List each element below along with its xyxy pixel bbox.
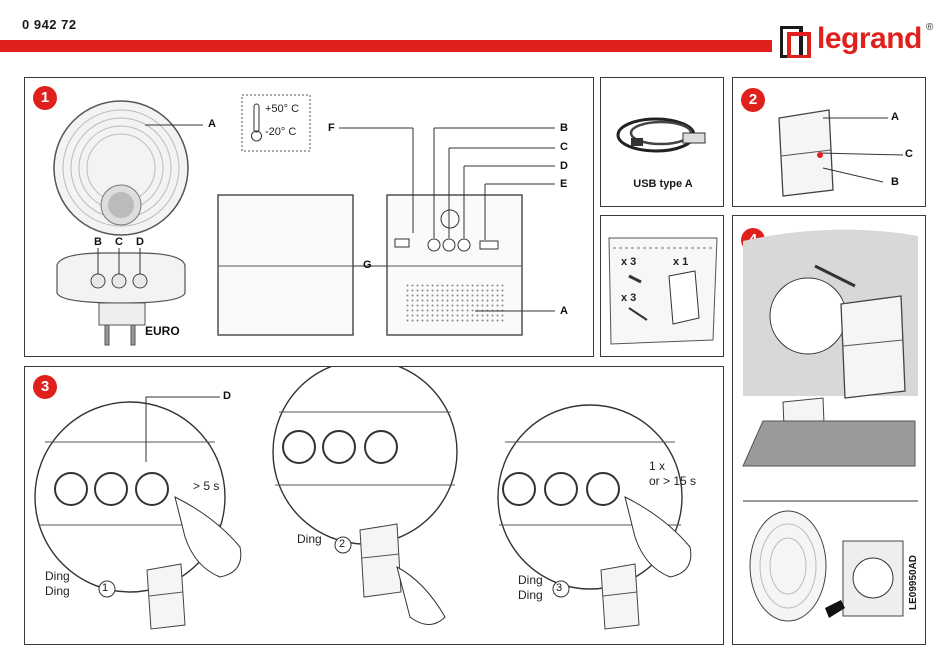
- header-red-bar: [0, 40, 772, 52]
- label-b-back: B: [560, 122, 568, 134]
- panel-step-4: 4: [732, 215, 926, 645]
- label-a-button: A: [891, 111, 899, 123]
- legrand-logo: legrand ®: [780, 22, 945, 62]
- fixing-kit-bag-illustration: [608, 237, 718, 345]
- step-3-badge: 3: [33, 375, 57, 399]
- product-code: 0 942 72: [22, 17, 77, 32]
- ding-1b: Ding: [45, 584, 70, 598]
- label-a-back: A: [560, 305, 568, 317]
- legrand-wordmark: legrand: [817, 22, 922, 55]
- push-button-illustration: [778, 109, 904, 197]
- ding-1a: Ding: [45, 569, 70, 583]
- legrand-logo-mark-icon: [780, 26, 811, 58]
- hold-time-3a: 1 x: [649, 459, 666, 473]
- usb-caption: USB type A: [633, 178, 693, 190]
- label-a-chime: A: [208, 118, 216, 130]
- usb-cable-icon: [616, 117, 706, 153]
- label-b-top: B: [94, 236, 102, 248]
- sequence-number-2: 2: [339, 538, 346, 550]
- step-2-badge: 2: [741, 88, 765, 112]
- label-f: F: [328, 122, 335, 134]
- ding-2: Ding: [297, 532, 322, 546]
- label-e: E: [560, 178, 568, 190]
- temp-low: -20° C: [265, 126, 297, 138]
- label-g: G: [363, 259, 372, 271]
- chime-front-view-illustration: [53, 94, 555, 346]
- sequence-number-1: 1: [102, 582, 109, 594]
- plug-type-label: EURO: [145, 324, 180, 338]
- label-d-top: D: [136, 236, 144, 248]
- panel-step-2: 2 A C B: [732, 77, 926, 207]
- sequence-number-3: 3: [556, 582, 563, 594]
- label-c-back: C: [560, 141, 568, 153]
- screws-count: x 3: [621, 292, 637, 304]
- step-1-badge: 1: [33, 86, 57, 110]
- panel-step-1: 1: [24, 77, 594, 357]
- sticker-count: x 1: [673, 256, 689, 268]
- hold-time-3b: or > 15 s: [649, 474, 697, 488]
- temp-high: +50° C: [265, 103, 300, 115]
- ding-3b: Ding: [518, 588, 543, 602]
- document-code: LE09950AD: [908, 554, 919, 610]
- hold-time-1: > 5 s: [193, 479, 220, 493]
- label-b-button: B: [891, 176, 899, 188]
- panel-fixing-kit: x 3 x 1 x 3: [600, 215, 724, 357]
- label-d-step3: D: [223, 390, 231, 402]
- label-c-button: C: [905, 148, 913, 160]
- label-c-top: C: [115, 236, 123, 248]
- panel-usb-cable: USB type A: [600, 77, 724, 207]
- label-d-back: D: [560, 160, 568, 172]
- ding-3a: Ding: [518, 573, 543, 587]
- pairing-sequence-illustration: [34, 367, 692, 630]
- panel-step-3: 3 D > 5 s: [24, 366, 724, 645]
- mounting-and-plugging-illustration: [742, 229, 918, 622]
- registered-mark: ®: [926, 22, 934, 33]
- plugs-count: x 3: [621, 256, 637, 268]
